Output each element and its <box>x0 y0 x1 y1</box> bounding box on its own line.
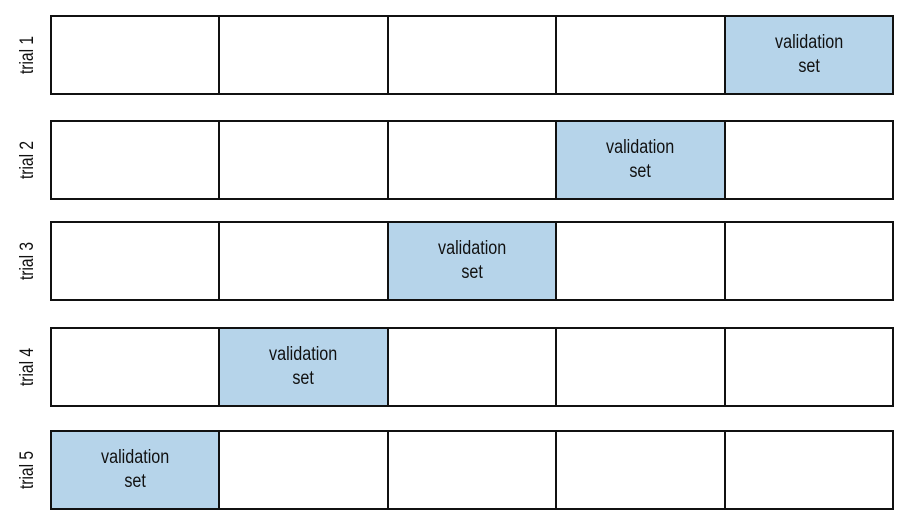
training-fold <box>389 329 558 405</box>
validation-fold: validation set <box>725 17 893 93</box>
validation-fold: validation set <box>52 432 221 508</box>
training-fold <box>52 329 221 405</box>
training-fold <box>726 432 892 508</box>
validation-fold: validation set <box>557 122 726 198</box>
validation-set-label: validation set <box>774 32 843 77</box>
training-fold <box>557 223 726 299</box>
trial-label-text: trial 5 <box>17 450 38 490</box>
trial-label: trial 1 <box>8 15 48 95</box>
trial-label-text: trial 2 <box>17 140 38 180</box>
training-fold <box>389 432 558 508</box>
training-fold <box>220 17 389 93</box>
trial-label-text: trial 3 <box>17 241 38 281</box>
trial-label: trial 2 <box>8 120 48 200</box>
trial-row: trial 2 validation set <box>0 120 923 200</box>
training-fold <box>52 122 221 198</box>
training-fold <box>557 432 726 508</box>
trial-row: trial 1 validation set <box>0 15 923 95</box>
validation-set-label: validation set <box>606 137 675 182</box>
training-fold <box>220 432 389 508</box>
trial-label-text: trial 1 <box>17 35 38 75</box>
trial-row: trial 3 validation set <box>0 221 923 301</box>
training-fold <box>557 329 726 405</box>
validation-fold: validation set <box>388 223 558 299</box>
validation-set-label: validation set <box>101 447 170 492</box>
training-fold <box>389 17 558 93</box>
training-fold <box>726 223 892 299</box>
training-fold <box>726 329 892 405</box>
validation-set-label: validation set <box>437 238 507 283</box>
fold-bar: validation set <box>50 15 894 95</box>
trial-row: trial 5 validation set <box>0 430 923 510</box>
training-fold <box>389 122 558 198</box>
training-fold <box>220 122 389 198</box>
fold-bar: validation set <box>50 327 894 407</box>
fold-bar: validation set <box>50 430 894 510</box>
validation-fold: validation set <box>220 329 389 405</box>
training-fold <box>52 223 221 299</box>
trial-label: trial 4 <box>8 327 48 407</box>
validation-set-label: validation set <box>269 344 338 389</box>
trial-label: trial 5 <box>8 430 48 510</box>
fold-bar: validation set <box>50 221 894 301</box>
training-fold <box>220 223 389 299</box>
training-fold <box>557 17 726 93</box>
training-fold <box>52 17 221 93</box>
fold-bar: validation set <box>50 120 894 200</box>
trial-label: trial 3 <box>8 221 48 301</box>
trial-label-text: trial 4 <box>17 347 38 387</box>
training-fold <box>726 122 892 198</box>
trial-row: trial 4 validation set <box>0 327 923 407</box>
